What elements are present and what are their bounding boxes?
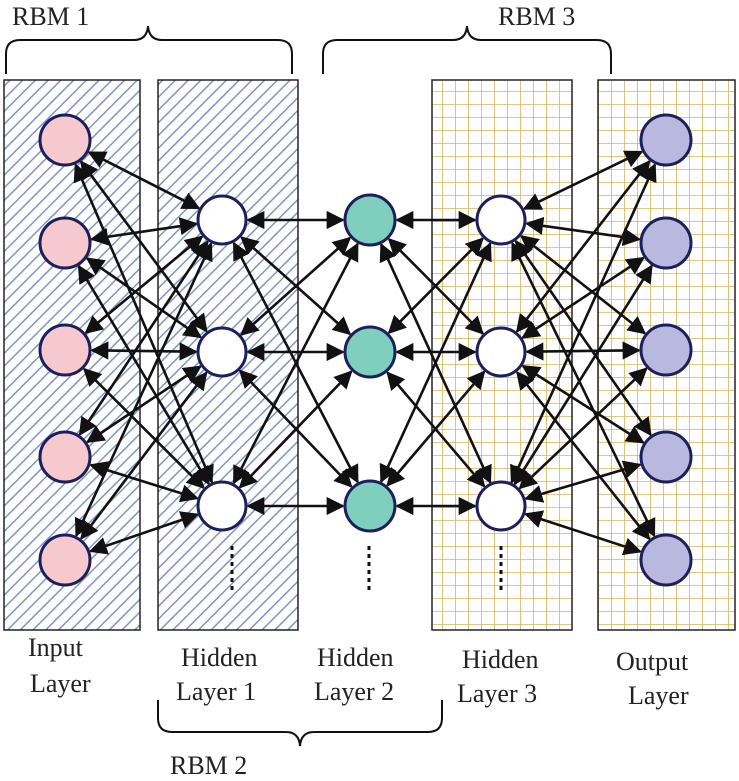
input-layer-label-line2: Layer <box>30 669 91 698</box>
rbm1-brace <box>5 25 293 74</box>
hidden-layer-1-label-line2: Layer 1 <box>176 677 256 706</box>
hidden2-node-1 <box>343 193 397 247</box>
rbm1-label: RBM 1 <box>12 2 89 31</box>
output-node-4 <box>639 430 693 484</box>
connection-hidden3-1-to-output-2 <box>525 341 641 361</box>
connection-input-4-to-hidden1-1 <box>80 371 208 540</box>
input-node-2 <box>38 216 92 270</box>
hidden3-node-1 <box>475 194 527 246</box>
hidden-layer-3-label-line2: Layer 3 <box>457 679 537 708</box>
input-node-3 <box>38 323 92 377</box>
rbm3-label: RBM 3 <box>498 2 575 31</box>
rbm2-brace <box>157 700 443 747</box>
connection-input-2-to-hidden1-1 <box>90 341 198 361</box>
connection-hidden3-2-to-output-3 <box>524 460 642 503</box>
output-node-2 <box>639 216 693 270</box>
rbm2-label: RBM 2 <box>170 751 247 780</box>
connections <box>73 150 657 556</box>
connection-hidden3-2-to-output-4 <box>523 510 643 556</box>
output-node-3 <box>639 323 693 377</box>
output-layer-label-line2: Layer <box>628 681 689 710</box>
hidden-layer-2-label-line1: Hidden <box>317 643 394 672</box>
hidden2-node-2 <box>343 325 397 379</box>
connection-hidden2-2-to-hidden3-1 <box>386 370 486 487</box>
output-node-1 <box>639 113 693 167</box>
output-layer-label-line1: Output <box>616 647 689 676</box>
hidden2-node-3 <box>343 479 397 533</box>
hidden3-node-2 <box>475 326 527 378</box>
input-node-4 <box>38 430 92 484</box>
hidden1-node-3 <box>196 480 248 532</box>
hidden-layer-3-label-line1: Hidden <box>462 645 539 674</box>
hidden3-node-3 <box>475 480 527 532</box>
hidden-layer-1-label-line1: Hidden <box>181 643 258 672</box>
connection-input-4-to-hidden1-2 <box>88 511 200 555</box>
input-layer-label-line1: Input <box>28 633 84 662</box>
rbm3-brace <box>322 25 612 74</box>
output-node-5 <box>639 533 693 587</box>
neurons <box>38 113 693 587</box>
hidden-layer-2-label-line2: Layer 2 <box>314 677 394 706</box>
hidden1-node-1 <box>196 194 248 246</box>
input-node-5 <box>38 533 92 587</box>
connection-hidden1-2-to-hidden2-1 <box>238 370 353 489</box>
hidden1-node-2 <box>196 326 248 378</box>
input-node-1 <box>38 113 92 167</box>
